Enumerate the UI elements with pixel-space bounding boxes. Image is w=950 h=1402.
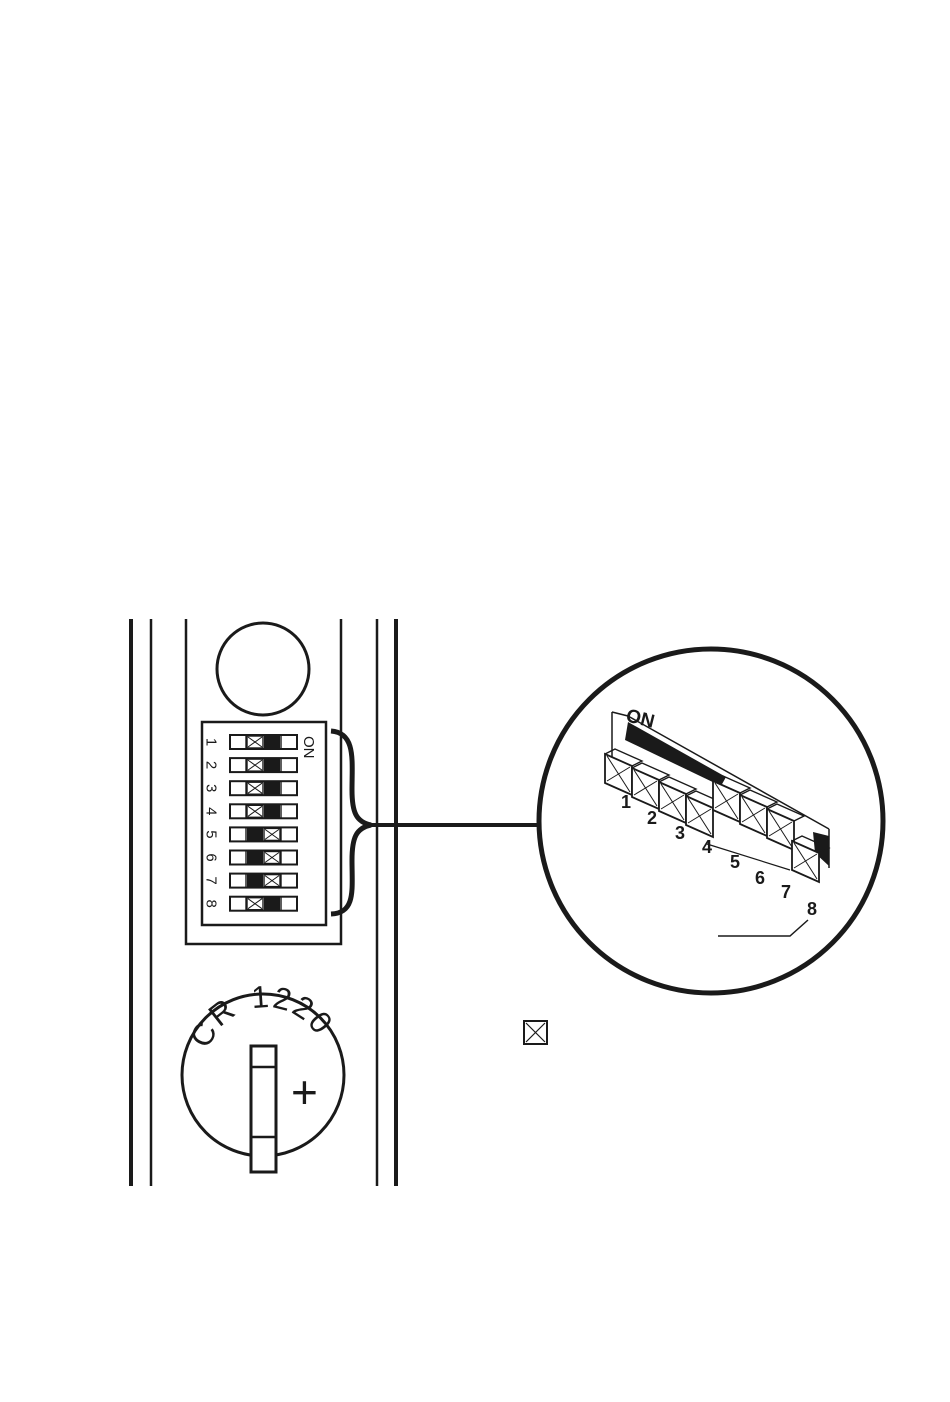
magnified-number-7: 7 xyxy=(781,882,791,902)
magnified-number-3: 3 xyxy=(675,823,685,843)
crossed-box-icon xyxy=(524,1021,547,1044)
dip-switch-8[interactable]: 8 xyxy=(203,897,298,911)
dip-switch-7[interactable]: 7 xyxy=(203,874,298,888)
magnified-number-2: 2 xyxy=(647,808,657,828)
battery-label-model: 1220 xyxy=(250,979,340,1042)
dip-switch-5[interactable]: 5 xyxy=(203,827,298,841)
dip-switch-number-7: 7 xyxy=(203,876,220,884)
dip-switch-number-2: 2 xyxy=(203,761,220,769)
magnified-number-8: 8 xyxy=(807,899,817,919)
dip-switch-number-3: 3 xyxy=(203,784,220,792)
dip-switch-number-1: 1 xyxy=(203,738,220,746)
dip-switch-number-6: 6 xyxy=(203,853,220,861)
magnified-number-5: 5 xyxy=(730,852,740,872)
battery-polarity: + xyxy=(291,1066,318,1118)
dip-switch-number-4: 4 xyxy=(203,807,220,815)
dip-switch-3[interactable]: 3 xyxy=(203,781,298,795)
dip-switch-rows: 1 2 3 4 5 6 7 8 xyxy=(203,735,298,911)
dip-switch-number-8: 8 xyxy=(203,900,220,908)
dip-switch-2[interactable]: 2 xyxy=(203,758,298,772)
magnified-number-6: 6 xyxy=(755,868,765,888)
dip-switch-4[interactable]: 4 xyxy=(203,804,298,818)
magnified-number-4: 4 xyxy=(702,837,712,857)
curly-brace xyxy=(331,731,371,914)
magnified-number-1: 1 xyxy=(621,792,631,812)
dip-switch-number-5: 5 xyxy=(203,830,220,838)
dip-on-label: ON xyxy=(300,736,317,759)
dip-switch-6[interactable]: 6 xyxy=(203,851,298,865)
dip-switch-1[interactable]: 1 xyxy=(203,735,298,749)
leader-line xyxy=(718,920,808,936)
round-button-icon[interactable] xyxy=(217,623,309,715)
